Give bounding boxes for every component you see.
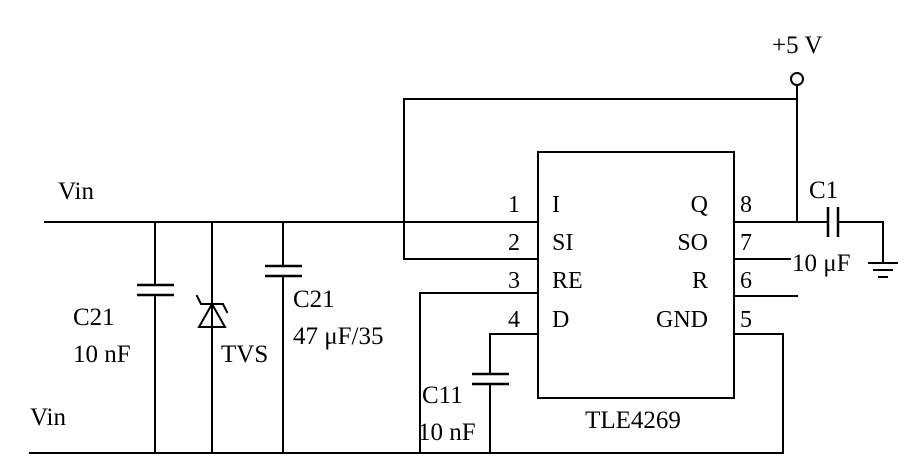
pin-8-number: 8 [740,192,752,218]
c21a-ref: C21 [73,304,115,331]
tvs-diode [195,221,229,454]
si-feedback-wire [403,98,798,260]
re-wire [419,292,539,454]
ic-body [537,151,735,399]
pin-6-name: R [692,268,708,294]
pin-2-number: 2 [508,230,520,256]
tvs-label: TVS [221,341,268,368]
c21b-value: 47 μF/35 [293,323,384,350]
capacitor-c1 [826,207,884,264]
c11-value: 10 nF [418,419,476,446]
vin-bottom-label: Vin [30,404,66,431]
pin-2-name: SI [552,230,573,256]
pin-3-number: 3 [508,268,520,294]
c11-ref: C11 [422,382,463,409]
c1-value: 10 μF [792,250,851,277]
vin-top-label: Vin [58,178,94,205]
pin-8-name: Q [691,192,708,218]
capacitor-c11 [472,333,539,454]
c1-ref: C1 [809,177,838,204]
capacitor-c21-10nf [137,221,174,454]
pin-6-number: 6 [740,268,752,294]
pin-1-name: I [552,192,560,218]
c21a-value: 10 nF [73,341,131,368]
supply-terminal [790,72,804,86]
gnd-wire [733,333,784,454]
ic-name: TLE4269 [585,407,681,434]
ground-icon [868,262,898,278]
pin-5-name: GND [656,307,708,333]
pin-3-name: RE [552,268,583,294]
pin-1-number: 1 [508,192,520,218]
pin-4-number: 4 [508,307,520,333]
pin-5-number: 5 [740,307,752,333]
pin-7-number: 7 [740,230,752,256]
pin-7-name: SO [677,230,708,256]
supply-label: +5 V [772,32,822,59]
pin-4-name: D [552,307,569,333]
c21b-ref: C21 [293,286,335,313]
capacitor-c21-47uf [265,221,302,454]
